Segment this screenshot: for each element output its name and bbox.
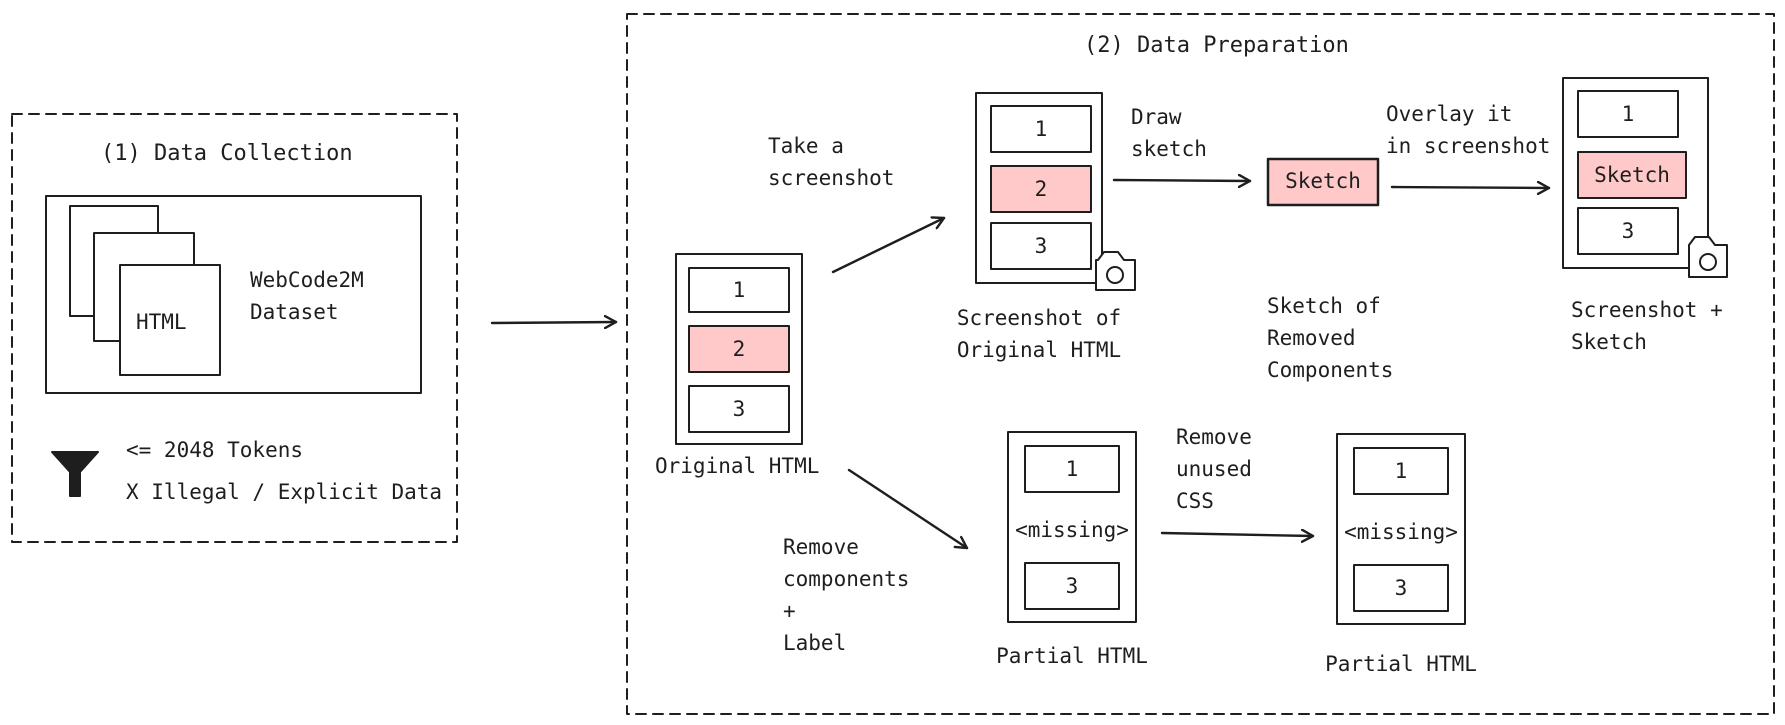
original-html-caption: Original HTML (655, 454, 820, 478)
remove-components-label: Remove components + Label (783, 535, 910, 655)
doc-label: HTML (136, 310, 187, 334)
overlay-caption: Screenshot + Sketch (1571, 298, 1723, 354)
remove-css-arrow (1160, 533, 1315, 536)
take-screenshot-arrow (831, 218, 946, 274)
overlay-arrow (1390, 187, 1551, 188)
section-label: 1 (1394, 459, 1408, 483)
section-label: 3 (1034, 234, 1048, 258)
collection-to-preparation-arrow (490, 322, 618, 323)
data-preparation-title: (2) Data Preparation (1084, 33, 1349, 58)
sketch-box (1266, 157, 1380, 207)
data-collection-title: (1) Data Collection (101, 141, 353, 166)
take-screenshot-label: Take a screenshot (768, 134, 895, 190)
section-label: 1 (1621, 102, 1635, 126)
partial-html-doc (1007, 431, 1137, 623)
missing-placeholder: <missing> (1015, 518, 1129, 542)
overlay-doc (1562, 77, 1709, 269)
original-html-doc (675, 253, 803, 445)
screenshot-caption: Screenshot of Original HTML (956, 306, 1122, 362)
screenshot-doc (975, 92, 1103, 284)
sketch-box-label: Sketch (1285, 169, 1361, 193)
section-label: 3 (732, 397, 746, 421)
partial-html-caption: Partial HTML (1325, 652, 1477, 676)
partial-html-doc (1336, 433, 1466, 625)
section-label: Sketch (1594, 163, 1670, 187)
remove-components-arrow (847, 468, 969, 550)
missing-placeholder: <missing> (1344, 520, 1458, 544)
dataset-panel (45, 195, 422, 394)
camera-icon (1095, 251, 1136, 291)
data-preparation-panel (626, 13, 1775, 715)
section-label: 2 (732, 337, 746, 361)
section-label: 1 (1065, 457, 1079, 481)
draw-sketch-arrow (1112, 180, 1252, 181)
section-label: 1 (732, 278, 746, 302)
remove-css-label: Remove unused CSS (1176, 425, 1252, 513)
filter-rule: X Illegal / Explicit Data (126, 480, 443, 504)
filter-rule: <= 2048 Tokens (126, 438, 304, 462)
dataset-label: WebCode2M Dataset (250, 268, 364, 324)
partial-html-caption: Partial HTML (996, 644, 1148, 668)
sketch-caption: Sketch of Removed Components (1267, 294, 1394, 382)
section-label: 3 (1065, 574, 1079, 598)
document-stack-icon (69, 205, 221, 376)
section-label: 1 (1034, 117, 1048, 141)
overlay-label: Overlay it in screenshot (1386, 102, 1551, 158)
camera-icon (1688, 236, 1728, 278)
section-label: 2 (1034, 177, 1048, 201)
data-collection-panel (11, 113, 458, 543)
section-label: 3 (1621, 219, 1635, 243)
draw-sketch-label: Draw sketch (1131, 105, 1207, 161)
filter-icon (51, 451, 99, 497)
section-label: 3 (1394, 576, 1408, 600)
